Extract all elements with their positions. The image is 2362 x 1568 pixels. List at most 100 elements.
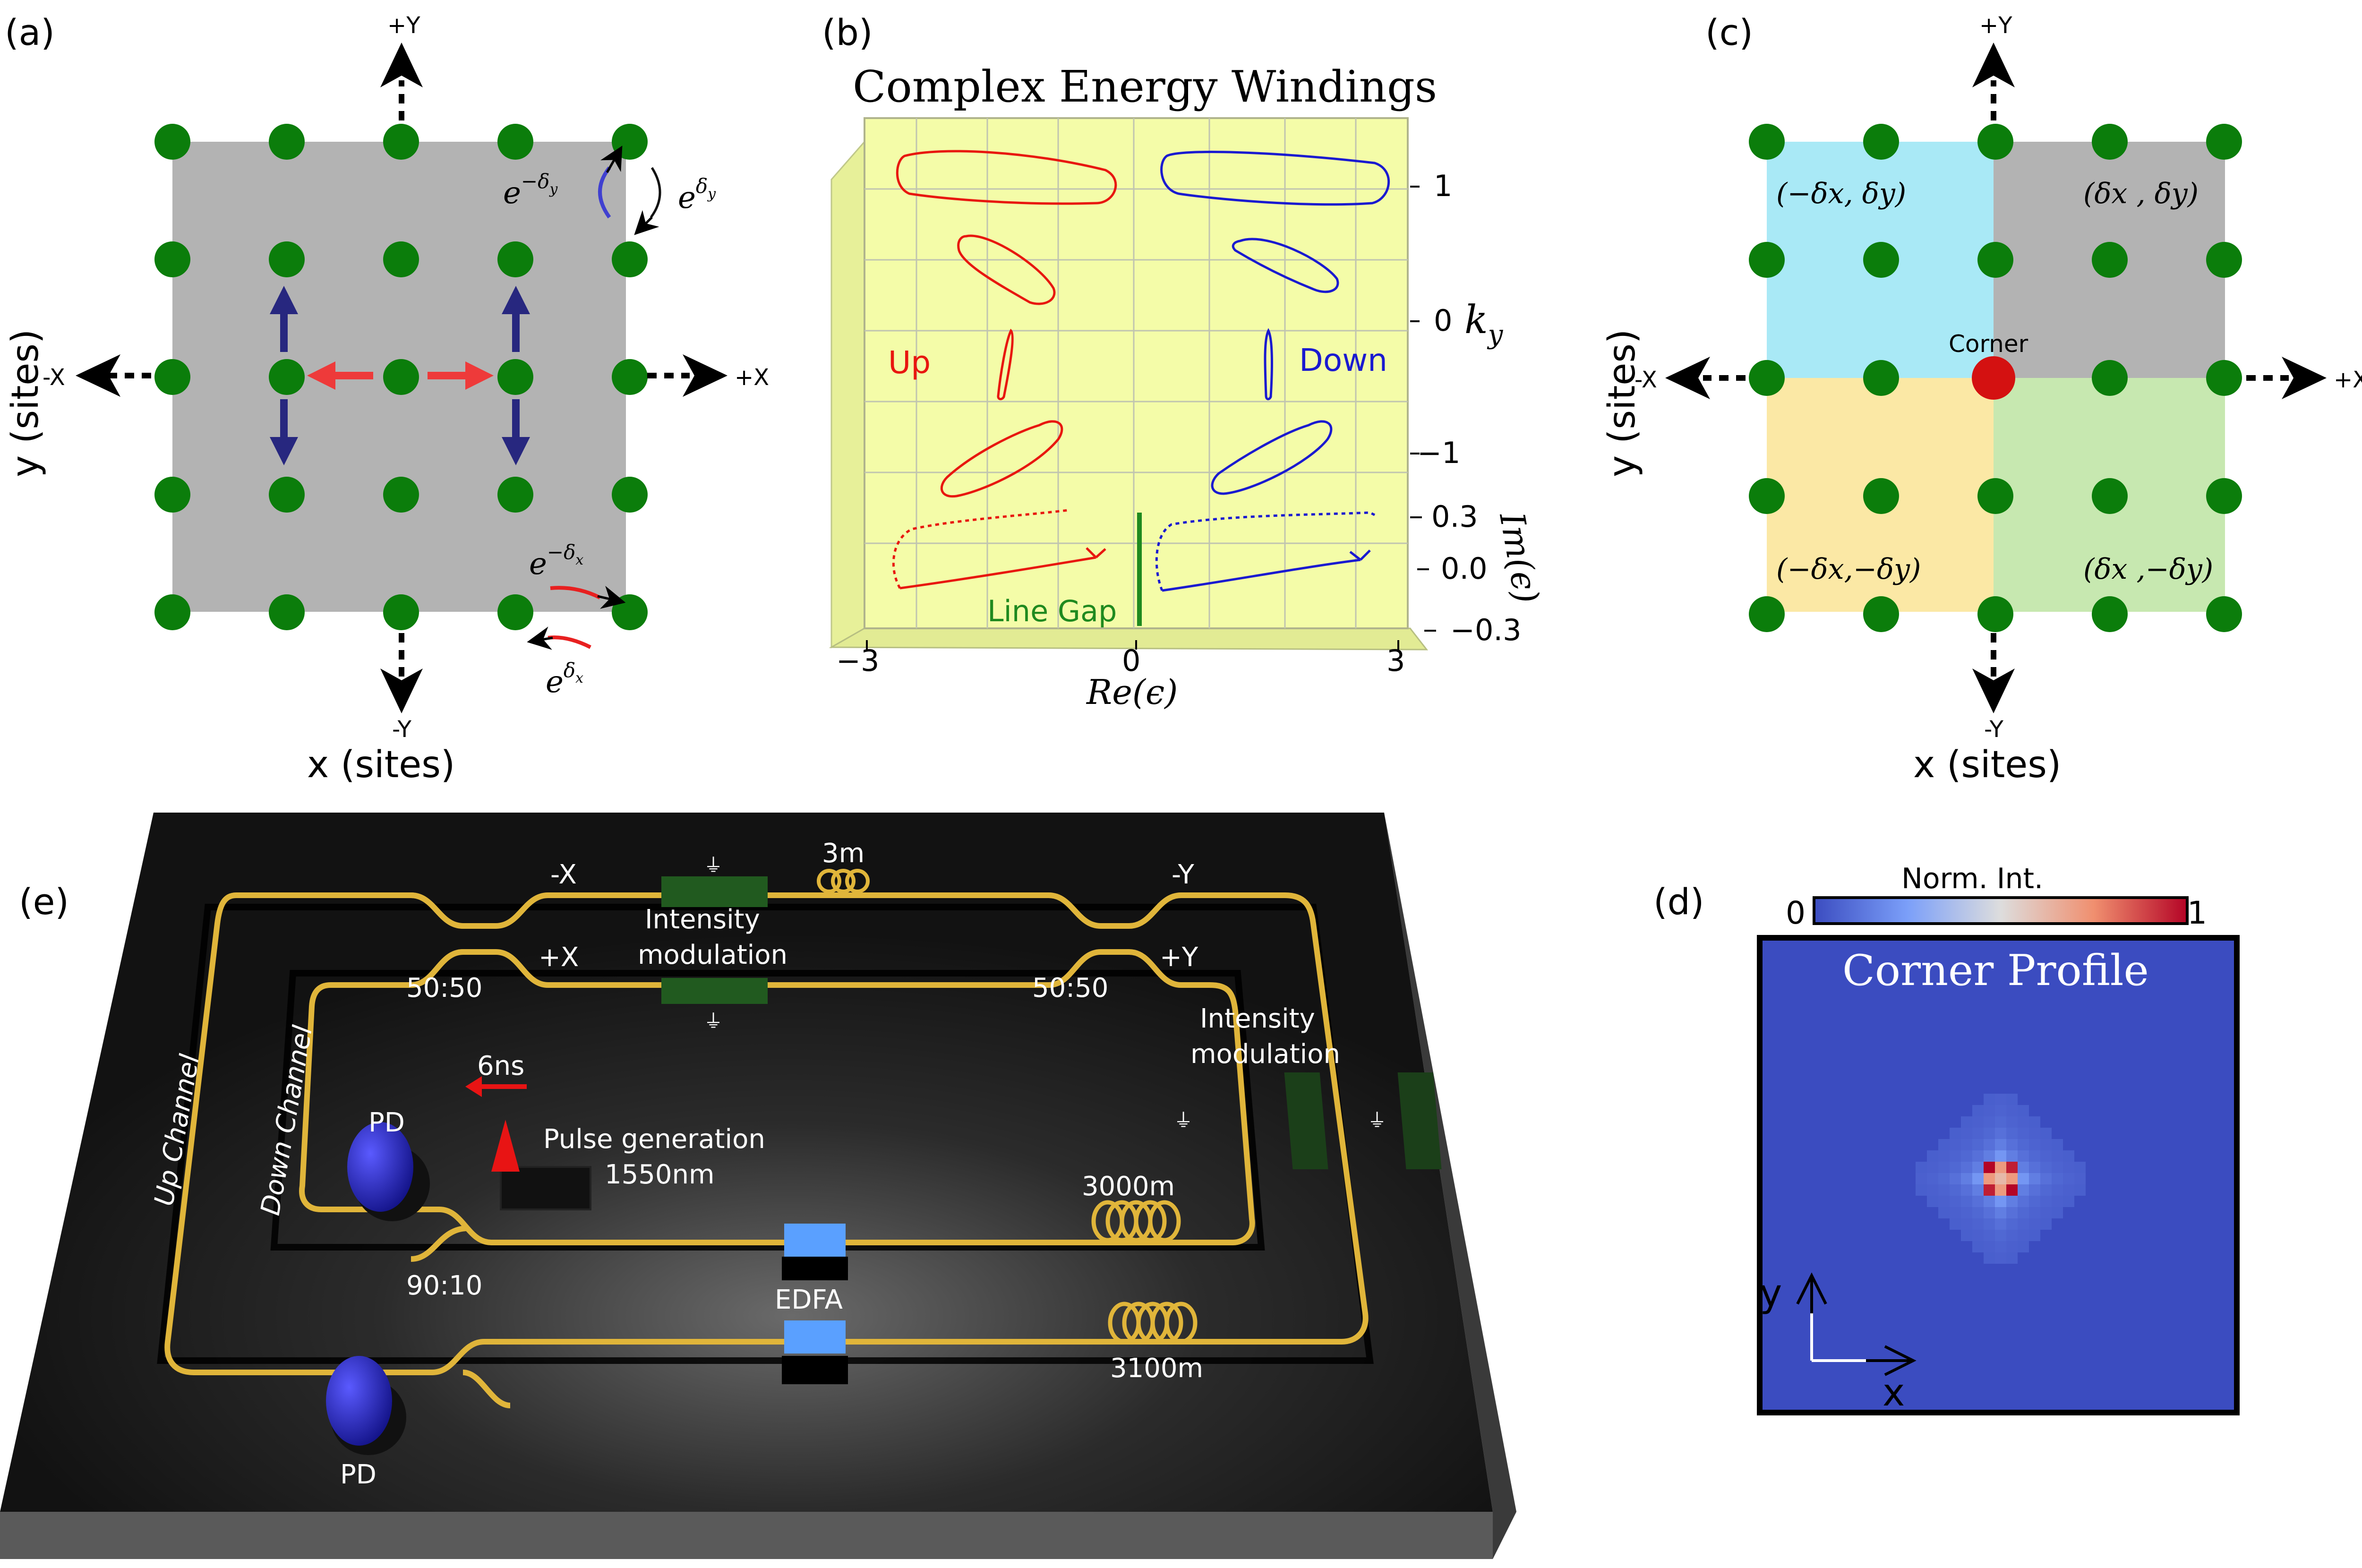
arrow-down-icon — [380, 668, 423, 713]
svg-text:0.3: 0.3 — [1431, 499, 1478, 534]
profile-pixel — [1984, 1218, 1995, 1230]
profile-pixel — [1972, 1162, 1984, 1173]
profile-pixel — [2040, 1218, 2052, 1230]
dir-plus-y: +Y — [387, 12, 420, 39]
profile-pixel — [1984, 1184, 1995, 1196]
photodiode-bottom — [326, 1356, 406, 1455]
dir-plus-x: +X — [735, 364, 769, 391]
lattice-site — [383, 359, 419, 395]
lattice-site — [154, 477, 190, 513]
lattice-site — [1749, 360, 1785, 396]
profile-pixel — [1984, 1162, 1995, 1173]
label-pd-bottom: PD — [340, 1459, 377, 1490]
colorbar-max: 1 — [2187, 895, 2207, 931]
coupler-crossings — [411, 892, 468, 1262]
profile-pixel — [1972, 1218, 1984, 1230]
quadrant-tl-label: (−δx, δy) — [1776, 177, 1906, 210]
profile-pixel — [1984, 1094, 1995, 1105]
lattice-site — [383, 241, 419, 277]
profile-pixel — [2040, 1207, 2052, 1218]
lattice-site — [1863, 478, 1899, 514]
profile-pixel — [2029, 1230, 2040, 1241]
board-side — [1384, 813, 1516, 1559]
lattice-site — [269, 594, 305, 630]
profile-pixel — [2040, 1150, 2052, 1162]
profile-pixel — [1950, 1218, 1961, 1230]
profile-pixel — [1984, 1207, 1995, 1218]
profile-pixel — [1972, 1241, 1984, 1252]
profile-pixel — [1972, 1150, 1984, 1162]
panel-c: (c) Corner +Y -Y +X -X (−δx, δy) (δx , δ… — [1601, 11, 2362, 786]
profile-pixel — [1950, 1184, 1961, 1196]
profile-pixel — [1927, 1162, 1938, 1173]
profile-pixel — [2074, 1162, 2086, 1173]
profile-pixel — [1961, 1230, 1972, 1241]
profile-pixel — [1950, 1150, 1961, 1162]
lattice-site — [497, 477, 533, 513]
lattice-site — [269, 359, 305, 395]
profile-pixel — [2006, 1105, 2018, 1116]
profile-pixel — [2006, 1241, 2018, 1252]
lattice-site — [1749, 124, 1785, 160]
profile-pixel — [2052, 1173, 2063, 1184]
profile-pixel — [1984, 1241, 1995, 1252]
profile-pixel — [1995, 1252, 2006, 1264]
profile-pixel — [2029, 1116, 2040, 1128]
label-3000m: 3000m — [1082, 1171, 1175, 1202]
lattice-sites — [154, 124, 648, 630]
profile-pixel — [1995, 1105, 2006, 1116]
profile-pixel — [2018, 1230, 2029, 1241]
lattice-site — [2092, 596, 2128, 632]
lattice-site — [497, 241, 533, 277]
profile-pixel — [2063, 1162, 2074, 1173]
ky-ticks: 1 0 −1 — [1417, 169, 1460, 470]
profile-pixel — [1916, 1162, 1927, 1173]
panel-c-label: (c) — [1705, 11, 1753, 53]
x-axis-label: Re(ϵ) — [1086, 672, 1178, 712]
profile-pixel — [1995, 1139, 2006, 1150]
profile-pixel — [1972, 1128, 1984, 1139]
panel-e-label: (e) — [19, 881, 69, 923]
ky-tick-marks — [1410, 186, 1420, 454]
profile-pixel — [2018, 1139, 2029, 1150]
lattice-site — [2092, 242, 2128, 278]
svg-text:0: 0 — [1434, 303, 1452, 338]
profile-pixel — [2074, 1173, 2086, 1184]
profile-pixel — [2018, 1150, 2029, 1162]
profile-pixel — [2006, 1184, 2018, 1196]
profile-pixel — [1938, 1196, 1950, 1207]
lattice-sites-c — [1749, 124, 2242, 632]
arrow-left-icon — [76, 354, 120, 397]
lattice-site — [1863, 124, 1899, 160]
quadrant-tr-label: (δx , δy) — [2083, 177, 2199, 210]
profile-pixel — [1972, 1184, 1984, 1196]
svg-text:0: 0 — [1122, 643, 1140, 678]
profile-pixel — [2029, 1150, 2040, 1162]
profile-pixel — [1995, 1128, 2006, 1139]
direction-arrows — [109, 80, 690, 680]
dir-plus-y-c: +Y — [1979, 12, 2012, 39]
fiber-spool-3m — [817, 869, 870, 893]
dir-minus-y-c: -Y — [1984, 716, 2004, 743]
edfa-blocks — [782, 1224, 848, 1384]
label-intensity-2a: Intensity — [1200, 1003, 1315, 1034]
svg-text:3: 3 — [1386, 643, 1405, 678]
pulse-generator — [465, 1076, 591, 1210]
label-plus-y: +Y — [1160, 942, 1198, 973]
lattice-site — [1749, 478, 1785, 514]
profile-pixel — [2029, 1184, 2040, 1196]
label-50-50-right: 50:50 — [1032, 973, 1108, 1003]
profile-pixel — [1950, 1196, 1961, 1207]
svg-text:⏚: ⏚ — [704, 855, 723, 876]
dir-minus-y: -Y — [392, 716, 412, 743]
arrow-right-icon — [683, 354, 727, 397]
lattice-site — [269, 241, 305, 277]
profile-pixel — [1984, 1252, 1995, 1264]
profile-axis-y: y — [1760, 1271, 1782, 1315]
fiber-spool-3100m — [1108, 1302, 1198, 1344]
profile-pixel — [2063, 1150, 2074, 1162]
lattice-site — [1749, 596, 1785, 632]
series-up-label: Up — [888, 344, 931, 381]
label-90-10: 90:10 — [406, 1270, 482, 1301]
